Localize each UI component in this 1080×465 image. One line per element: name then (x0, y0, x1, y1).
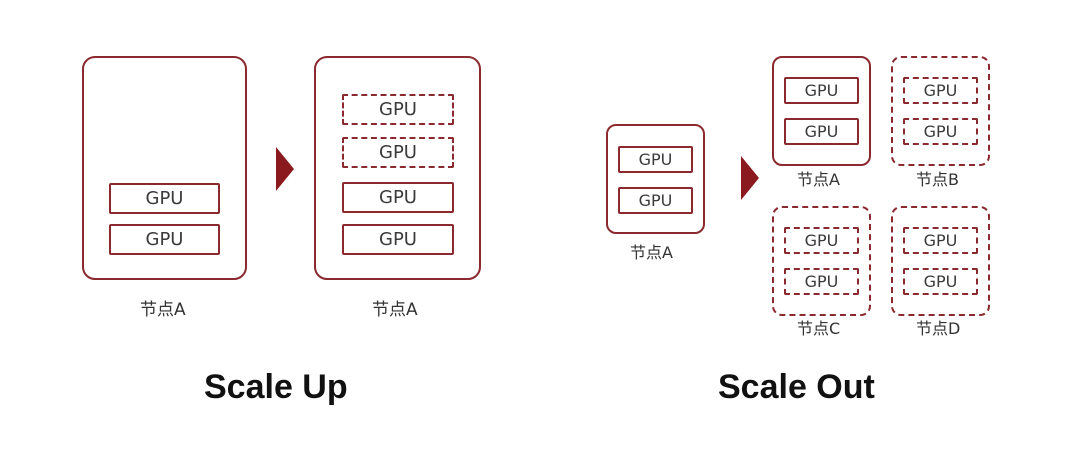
gpu-box: GPU (109, 183, 220, 214)
node-label: 节点C (797, 319, 841, 338)
new-gpu-box: GPU (903, 227, 978, 254)
node-label: 节点A (630, 243, 673, 262)
new-gpu-box: GPU (342, 137, 454, 168)
new-gpu-box: GPU (903, 118, 978, 145)
gpu-box: GPU (109, 224, 220, 255)
scale-out-node-b: GPU GPU (891, 56, 990, 166)
new-gpu-box: GPU (903, 268, 978, 295)
scale-out-node-a: GPU GPU (772, 56, 871, 166)
right-triangle-arrow-icon (741, 156, 759, 200)
scale-out-node-c: GPU GPU (772, 206, 871, 316)
gpu-box: GPU (618, 187, 693, 214)
scale-up-before-node: GPU GPU (82, 56, 247, 280)
node-label: 节点A (140, 300, 186, 320)
gpu-box: GPU (618, 146, 693, 173)
scale-out-title: Scale Out (718, 368, 875, 406)
node-label: 节点A (797, 170, 840, 189)
node-label: 节点A (372, 300, 418, 320)
new-gpu-box: GPU (784, 268, 859, 295)
right-triangle-arrow-icon (276, 147, 294, 191)
scale-up-after-node: GPU GPU GPU GPU (314, 56, 481, 280)
scale-up-title: Scale Up (204, 368, 348, 406)
scale-out-before-node: GPU GPU (606, 124, 705, 234)
node-label: 节点D (916, 319, 961, 338)
gpu-box: GPU (342, 182, 454, 213)
new-gpu-box: GPU (903, 77, 978, 104)
scale-out-node-d: GPU GPU (891, 206, 990, 316)
new-gpu-box: GPU (342, 94, 454, 125)
gpu-box: GPU (784, 118, 859, 145)
new-gpu-box: GPU (784, 227, 859, 254)
gpu-box: GPU (784, 77, 859, 104)
node-label: 节点B (916, 170, 959, 189)
gpu-box: GPU (342, 224, 454, 255)
